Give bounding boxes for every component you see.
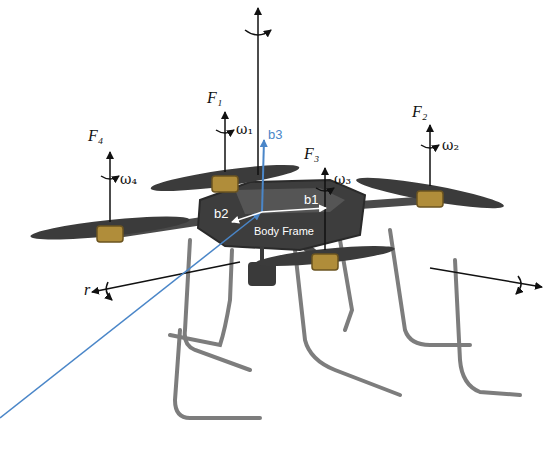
axis-label: b1 xyxy=(304,192,318,207)
force-label-wrap: F₂ xyxy=(412,104,427,120)
axis-label: b2 xyxy=(214,206,228,221)
force-label: F₄ xyxy=(88,127,103,144)
rotor-speed-label: ω₄ xyxy=(120,171,137,187)
force-label-wrap: F₁ xyxy=(207,90,222,106)
rotor-speed-label: ω₃ xyxy=(334,171,351,187)
axis-label: b3 xyxy=(268,127,282,142)
force-label: F₁ xyxy=(207,89,222,106)
frame-label: Body Frame xyxy=(254,225,314,237)
force-label: F₂ xyxy=(412,103,427,120)
force-label: F₃ xyxy=(304,145,319,162)
rotor-speed-label-wrap: ω₁ xyxy=(236,122,253,136)
vector-label: r xyxy=(84,281,90,298)
axis-label-wrap: b2 xyxy=(214,207,228,220)
rotor-speed-label-wrap: ω₄ xyxy=(120,172,137,186)
vector-label-wrap: r xyxy=(84,282,90,298)
force-label-wrap: F₄ xyxy=(88,128,103,144)
rotor-speed-label: ω₂ xyxy=(442,137,459,153)
force-label-wrap: F₃ xyxy=(304,146,319,162)
rotor-speed-label-wrap: ω₃ xyxy=(334,172,351,186)
axis-label-wrap: b1 xyxy=(304,193,318,206)
rotor-speed-label-wrap: ω₂ xyxy=(442,138,459,152)
axis-label-wrap: b3 xyxy=(268,128,282,141)
rotor-speed-label: ω₁ xyxy=(236,121,253,137)
frame-label-wrap: Body Frame xyxy=(254,226,314,237)
